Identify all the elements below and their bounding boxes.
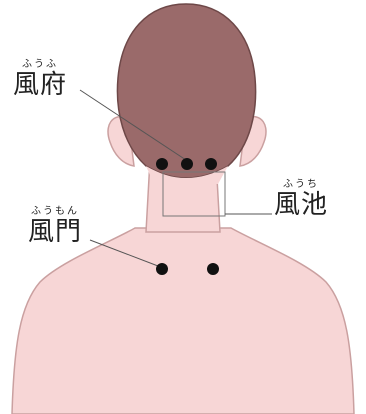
label-fumon: ふうもん 風門	[25, 207, 85, 245]
point-fumon-right	[207, 263, 219, 275]
point-fuchi-left	[156, 158, 168, 170]
ruby-fumon: ふうもん	[25, 207, 85, 217]
label-fufu: ふうふ 風府	[10, 60, 70, 98]
ruby-fufu: ふうふ	[10, 60, 70, 70]
kanji-fuchi: 風池	[270, 192, 332, 218]
point-fufu	[181, 158, 193, 170]
kanji-fumon: 風門	[25, 219, 85, 245]
kanji-fufu: 風府	[10, 72, 70, 98]
ruby-fuchi: ふうち	[270, 180, 332, 190]
hair-shape	[117, 4, 255, 178]
torso-shape	[12, 228, 354, 414]
point-fumon-left	[156, 263, 168, 275]
point-fuchi-right	[205, 158, 217, 170]
label-fuchi: ふうち 風池	[270, 180, 332, 218]
